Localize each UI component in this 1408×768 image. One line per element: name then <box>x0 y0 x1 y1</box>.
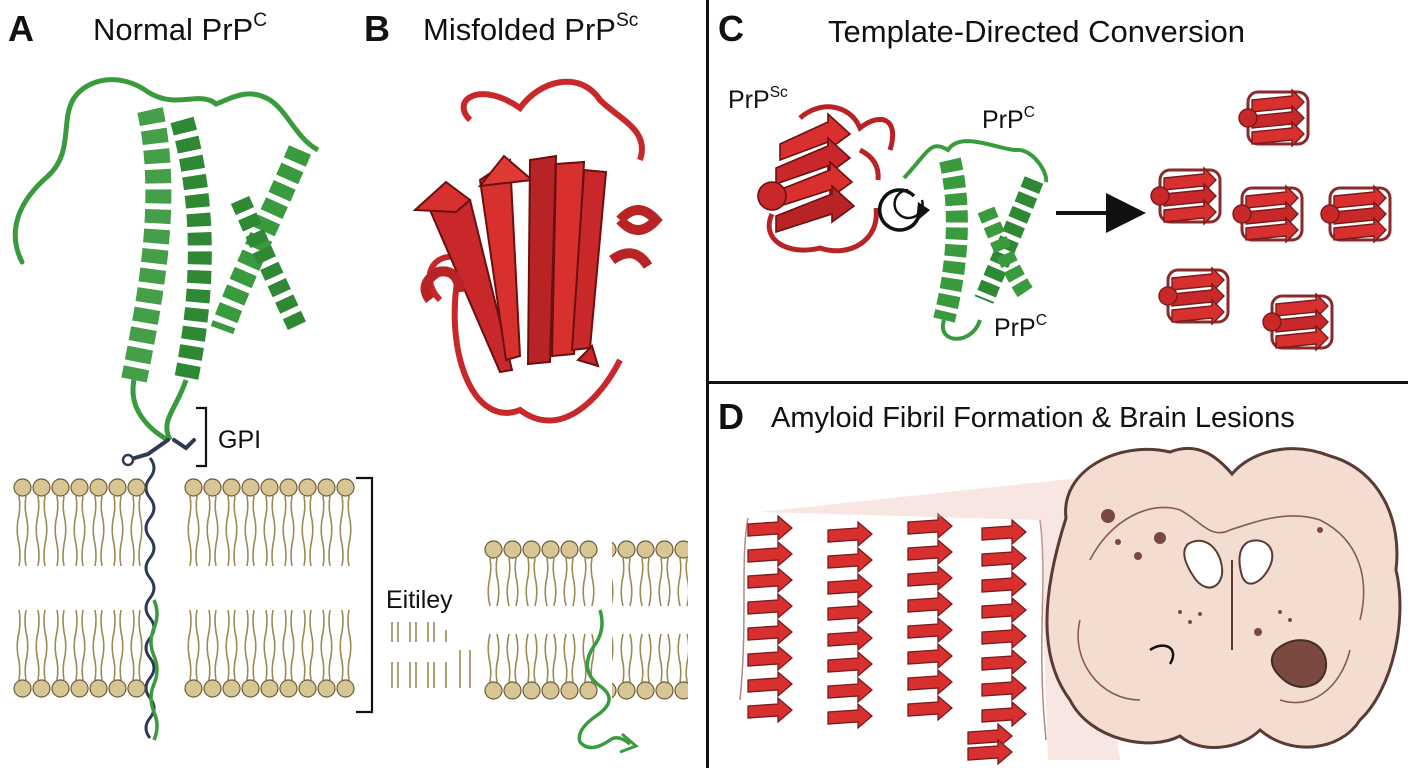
prpc-label-top-main: PrP <box>982 106 1024 134</box>
converted-aggregates <box>1149 88 1392 352</box>
brain-section <box>1045 446 1402 749</box>
membrane-upper-b2 <box>612 540 688 700</box>
gpi-anchor <box>121 438 196 741</box>
panel-a-title: Normal PrPC <box>93 10 268 48</box>
divider-vertical <box>706 0 709 768</box>
panel-c-title: Template-Directed Conversion <box>828 14 1245 49</box>
panel-d-letter: D <box>718 396 744 437</box>
prpsc-label: PrPSc <box>728 83 788 115</box>
prpc-structure <box>12 77 320 443</box>
prpc-label-top: PrPC <box>982 103 1035 135</box>
prpsc-label-main: PrP <box>728 86 770 114</box>
amyloid-fibril <box>739 513 1047 765</box>
prpc-label-bottom-main: PrP <box>994 314 1036 342</box>
panel-a-title-sup: C <box>253 10 268 32</box>
panel-a-title-main: Normal PrP <box>93 12 254 47</box>
panel-b-title-sup: Sc <box>615 10 639 32</box>
prpsc-label-sup: Sc <box>769 83 788 101</box>
prpsc-template <box>757 104 896 254</box>
prpsc-structure <box>412 78 663 424</box>
membrane-fragment <box>391 622 471 688</box>
membrane-label: Eitiley <box>386 586 453 614</box>
gpi-label: GPI <box>218 426 262 454</box>
membrane-bracket <box>356 476 374 714</box>
panel-b-title: Misfolded PrPSc <box>423 10 639 48</box>
rotation-arrow-icon <box>877 188 930 232</box>
panel-a-letter: A <box>8 8 34 49</box>
misfolded-tail-arrow <box>619 732 639 754</box>
panel-c-letter: C <box>718 8 744 49</box>
membrane-upper-b <box>484 540 598 700</box>
prpc-label-top-sup: C <box>1023 103 1035 121</box>
membrane-right <box>184 478 355 698</box>
panel-b-title-main: Misfolded PrP <box>423 12 616 47</box>
prpc-monomer <box>902 139 1049 341</box>
misfolded-tail <box>577 609 632 750</box>
gpi-bracket <box>196 406 208 468</box>
divider-horizontal <box>708 381 1408 384</box>
prpc-label-bottom-sup: C <box>1035 311 1047 329</box>
prpc-label-bottom: PrPC <box>994 311 1047 343</box>
membrane-left <box>13 478 146 698</box>
panel-d-title: Amyloid Fibril Formation & Brain Lesions <box>771 402 1295 434</box>
panel-b-letter: B <box>364 8 390 49</box>
